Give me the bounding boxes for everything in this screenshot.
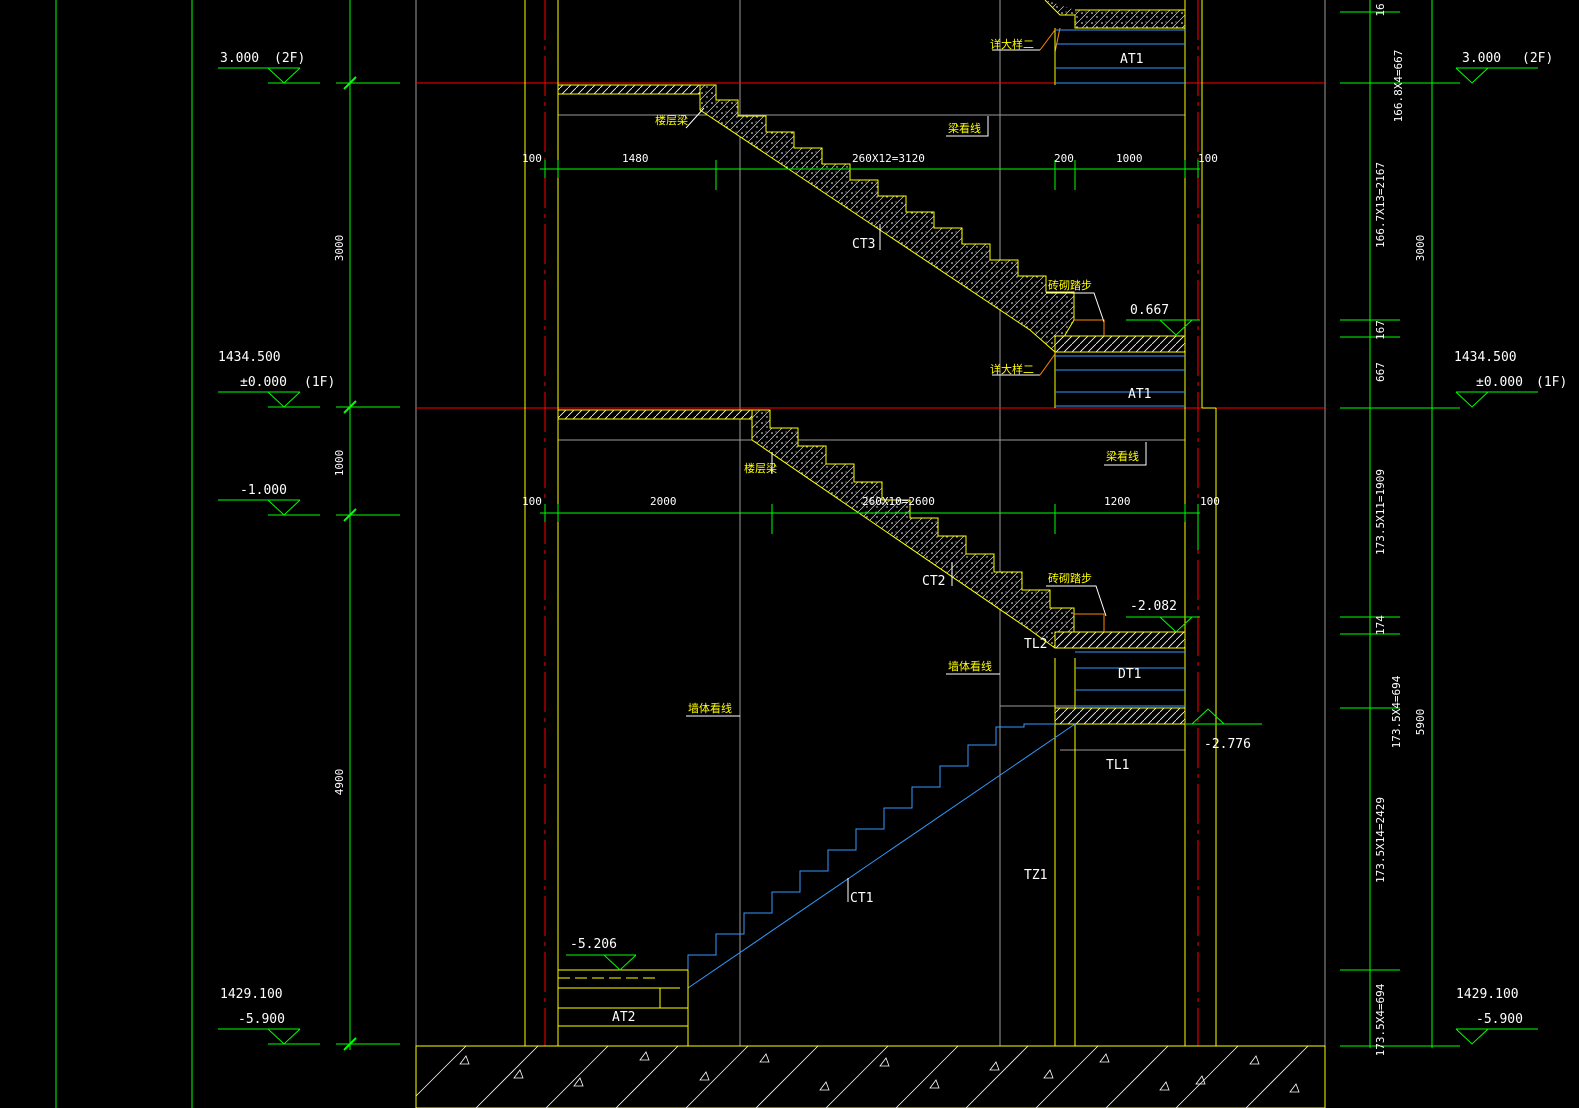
level-m1-left: -1.000 — [240, 483, 287, 498]
label-dt1: DT1 — [1118, 667, 1141, 682]
dims-upper-flight: 100 1480 260X12=3120 200 1000 100 — [522, 152, 1218, 190]
dim-u-1480: 1480 — [622, 152, 649, 165]
foundation — [415, 1045, 1326, 1108]
dim-u-100-left: 100 — [522, 152, 542, 165]
dim-r-3: 167 — [1374, 320, 1387, 340]
level-bottom-abs-right: 1429.100 — [1456, 987, 1519, 1002]
label-brick-step-upper: 砖砌踏步 — [1048, 278, 1092, 292]
label-at1-mid: AT1 — [1128, 387, 1151, 402]
dim-r-2: 166.7X13=2167 — [1374, 162, 1387, 248]
dim-r-top: 16 — [1374, 3, 1387, 16]
label-brick-step-lower: 砖砌踏步 — [1048, 571, 1092, 585]
level-2f-tag-right: (2F) — [1522, 51, 1553, 66]
level-m2082: -2.082 — [1130, 599, 1177, 614]
label-tl2: TL2 — [1024, 637, 1047, 652]
level-1f-abs-left: 1434.500 — [218, 350, 281, 365]
label-at2: AT2 — [612, 1010, 635, 1025]
flight-ct2: 楼层梁 梁看线 CT2 砖砌踏步 -2.082 TL2 墙体看线 DT1 墙体看… — [557, 409, 1262, 883]
label-ct2: CT2 — [922, 574, 945, 589]
level-2f-tag-left: (2F) — [274, 51, 305, 66]
dim-r-4: 667 — [1374, 362, 1387, 382]
label-wall-line-right: 墙体看线 — [948, 659, 992, 673]
dim-3000-left: 3000 — [333, 235, 346, 262]
flight-ct3: 详大样二 AT1 详大样二 AT1 楼层梁 梁看线 CT3 砖砌踏步 0.667 — [557, 0, 1200, 408]
level-1f-right: ±0.000 — [1476, 375, 1523, 390]
label-beam-line-lower: 梁看线 — [1106, 449, 1139, 463]
label-ct3: CT3 — [852, 237, 875, 252]
dim-r-7: 173.5X4=694 — [1390, 675, 1403, 748]
right-dim-column: 16 166.8X4=667 166.7X13=2167 167 667 300… — [1340, 0, 1567, 1056]
label-tl1: TL1 — [1106, 758, 1129, 773]
at2-group: -5.206 AT2 — [558, 937, 689, 1046]
dim-r-total-lower: 5900 — [1414, 709, 1427, 736]
dim-u-200: 200 — [1054, 152, 1074, 165]
label-ct1: CT1 — [850, 891, 873, 906]
level-m5206: -5.206 — [570, 937, 617, 952]
dim-r-total-upper: 3000 — [1414, 235, 1427, 262]
level-bottom-right: -5.900 — [1476, 1012, 1523, 1027]
dim-r-8: 173.5X14=2429 — [1374, 797, 1387, 883]
dim-r-5: 173.5X11=1909 — [1374, 469, 1387, 555]
dim-u-1000: 1000 — [1116, 152, 1143, 165]
dim-l-1200: 1200 — [1104, 495, 1131, 508]
label-beam-line-upper: 梁看线 — [948, 121, 981, 135]
level-1f-tag-left: (1F) — [304, 375, 335, 390]
level-1f-abs-right: 1434.500 — [1454, 350, 1517, 365]
dim-r-1: 166.8X4=667 — [1392, 50, 1405, 123]
dim-l-2600: 260X10=2600 — [862, 495, 935, 508]
frame-lines — [415, 0, 1326, 1048]
level-1f-tag-right: (1F) — [1536, 375, 1567, 390]
label-tz1: TZ1 — [1024, 868, 1047, 883]
label-detail-upper: 详大样二 — [990, 37, 1034, 51]
dim-l-2000: 2000 — [650, 495, 677, 508]
label-floor-beam-lower: 楼层梁 — [744, 461, 777, 475]
dim-1000-left: 1000 — [333, 450, 346, 477]
level-bottom-abs-left: 1429.100 — [220, 987, 283, 1002]
level-1f-left: ±0.000 — [240, 375, 287, 390]
level-2f-left: 3.000 — [220, 51, 259, 66]
dim-u-100-right: 100 — [1198, 152, 1218, 165]
dim-l-100-left: 100 — [522, 495, 542, 508]
label-detail-mid: 详大样二 — [990, 362, 1034, 376]
dim-4900-left: 4900 — [333, 769, 346, 796]
label-floor-beam-upper: 楼层梁 — [655, 113, 688, 127]
dim-l-100-right: 100 — [1200, 495, 1220, 508]
dim-r-6: 174 — [1374, 615, 1387, 635]
level-0667: 0.667 — [1130, 303, 1169, 318]
level-2f-right: 3.000 — [1462, 51, 1501, 66]
dim-r-9: 173.5X4=694 — [1374, 983, 1387, 1056]
level-bottom-left: -5.900 — [238, 1012, 285, 1027]
label-at1-upper: AT1 — [1120, 52, 1143, 67]
left-elevation-column: 3.000 (2F) 1434.500 ±0.000 (1F) -1.000 1… — [55, 0, 400, 1108]
flight-ct1: CT1 — [687, 723, 1076, 989]
label-wall-line-left: 墙体看线 — [688, 701, 732, 715]
dims-lower-flight: 100 2000 260X10=2600 1200 100 — [522, 495, 1220, 550]
level-m2776: -2.776 — [1204, 737, 1251, 752]
dim-u-3120: 260X12=3120 — [852, 152, 925, 165]
